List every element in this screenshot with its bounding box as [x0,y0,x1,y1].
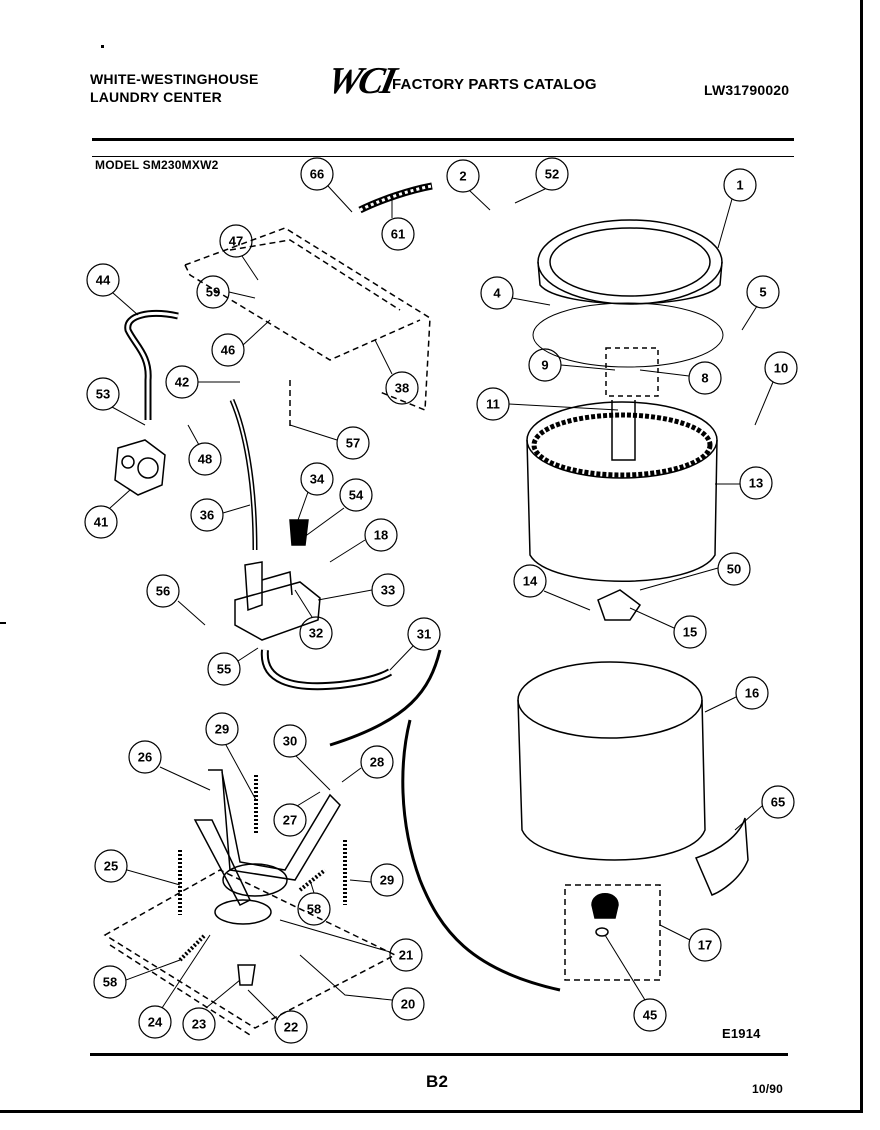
spring-58 [298,868,327,892]
callout-number: 17 [698,938,712,953]
callout-number: 29 [380,873,394,888]
model-number: MODEL SM230MXW2 [95,158,219,172]
drive-15 [597,589,642,621]
callout-number: 5 [759,285,766,300]
outer-tub-16 [517,661,706,861]
callout-number: 4 [493,286,501,301]
callout-number: 20 [401,997,415,1012]
callout-number: 42 [175,375,189,390]
callout-number: 28 [370,755,384,770]
valve-33 [234,519,321,641]
callout-labels: 66 61 2 52 1 47 59 44 46 4 5 9 8 10 42 3… [84,157,798,1044]
callout-number: 47 [229,234,243,249]
motor-hub [222,863,288,897]
callout-number: 1 [736,178,743,193]
callout-number: 29 [215,722,229,737]
callout-number: 10 [774,361,788,376]
callout-number: 23 [192,1017,206,1032]
callout-number: 33 [381,583,395,598]
parts-box-17 [564,884,661,981]
base-frame [103,869,397,1036]
page-number: B2 [426,1072,449,1091]
callout-number: 2 [459,169,466,184]
hose-61 [358,182,433,214]
header-rule [92,138,794,141]
gasket-4 [532,302,724,368]
brand-line-2: LAUNDRY CENTER [90,89,222,105]
callout-number: 32 [309,626,323,641]
margin-tick [0,622,6,624]
callout-number: 52 [545,167,559,182]
diagram-code: E1914 [722,1026,761,1041]
callout-number: 41 [94,515,108,530]
callout-number: 25 [104,859,118,874]
callout-number: 59 [206,285,220,300]
cabinet-frame-outline [184,227,431,430]
callout-number: 65 [771,795,785,810]
spin-basket-13 [526,400,718,582]
catalog-page [0,0,863,1113]
document-number: LW31790020 [704,82,790,98]
callout-number: 54 [349,488,364,503]
callout-number: 16 [745,686,759,701]
callout-number: 61 [391,227,405,242]
callout-number: 21 [399,948,413,963]
callout-number: 56 [156,584,170,599]
callout-number: 58 [103,975,117,990]
callout-number: 50 [727,562,741,577]
callout-number: 36 [200,508,214,523]
pump-41 [114,439,166,496]
drain-hose-44 [124,310,179,420]
callout-number: 22 [284,1020,298,1035]
callout-number: 13 [749,476,763,491]
callout-number: 44 [96,273,111,288]
callout-number: 26 [138,750,152,765]
callout-number: 55 [217,662,231,677]
callout-number: 38 [395,381,409,396]
callout-number: 53 [96,387,110,402]
tub-ring-1 [537,219,723,305]
callout-number: 30 [283,734,297,749]
catalog-title: FACTORY PARTS CATALOG [392,76,597,93]
callout-number: 31 [417,627,431,642]
header-rule-thin [92,156,794,157]
callout-number: 48 [198,452,212,467]
callout-number: 15 [683,625,697,640]
callout-number: 66 [310,167,324,182]
spring-58b [178,933,207,962]
callout-number: 9 [541,358,548,373]
callout-number: 27 [283,813,297,828]
footer-rule [90,1053,788,1056]
callout-number: 11 [486,397,500,412]
suspension-arm-26 [208,769,341,881]
callout-number: 8 [701,371,708,386]
callout-number: 57 [346,436,360,451]
shield-65 [694,817,749,896]
power-cord [329,649,561,992]
catalog-date: 10/90 [752,1082,784,1096]
callout-number: 34 [310,472,325,487]
callout-number: 58 [307,902,321,917]
callout-number: 14 [523,574,538,589]
speck [101,45,104,48]
callout-number: 46 [221,343,235,358]
callout-number: 45 [643,1008,657,1023]
brand-line-1: WHITE-WESTINGHOUSE [90,71,259,87]
callout-number: 24 [148,1015,163,1030]
callout-number: 18 [374,528,388,543]
